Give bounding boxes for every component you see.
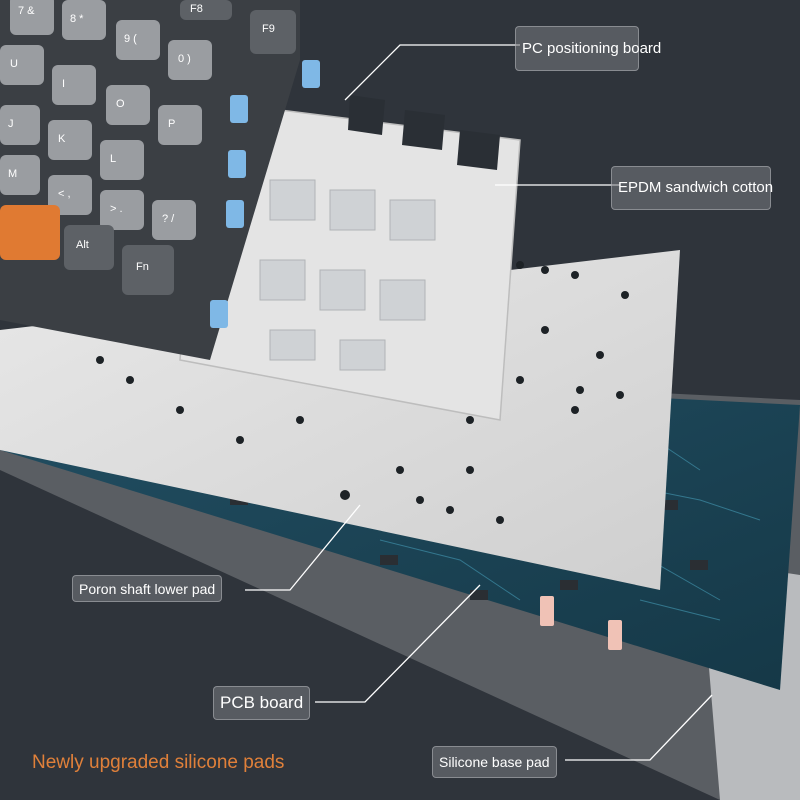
leader-line-pc-board — [344, 44, 520, 101]
keycap-label: Alt — [76, 239, 89, 251]
keycap-label: U — [10, 58, 18, 70]
keycap-label: 0 ) — [178, 53, 191, 65]
keycap-label: > . — [110, 203, 123, 215]
keycap — [250, 10, 296, 54]
keycap-accent — [0, 205, 60, 260]
keycap-label: 7 & — [18, 5, 35, 17]
keycap-label: K — [58, 133, 66, 145]
keycap-label: < , — [58, 188, 71, 200]
keycap-label: I — [62, 78, 65, 90]
pc-board-sockets — [259, 179, 436, 371]
label-silicone-base-pad: Silicone base pad — [432, 746, 557, 778]
keycap — [48, 120, 92, 160]
keycap — [0, 105, 40, 145]
keycap — [48, 175, 92, 215]
keycap-label: L — [110, 153, 116, 165]
keycap — [64, 225, 114, 270]
label-pc-positioning-board: PC positioning board — [515, 26, 661, 71]
label-epdm-sandwich-cotton: EPDM sandwich cotton — [611, 166, 773, 210]
blue-switches — [210, 60, 320, 328]
leader-lines — [245, 44, 713, 761]
keycap — [10, 0, 54, 35]
keycap-label: Fn — [136, 261, 149, 273]
leader-line-poron — [245, 504, 361, 591]
caption-text: Newly upgraded silicone pads — [32, 752, 285, 773]
keycap — [52, 65, 96, 105]
keycap — [0, 45, 44, 85]
keycap-label: ? / — [162, 213, 175, 225]
keycap — [168, 40, 212, 80]
label-pcb-board: PCB board — [213, 686, 311, 720]
keycap — [152, 200, 196, 240]
keycap — [180, 0, 232, 20]
keycap — [0, 155, 40, 195]
poron-holes — [96, 261, 629, 524]
keycap-label: 8 * — [70, 13, 84, 25]
keycap — [100, 190, 144, 230]
keycap — [106, 85, 150, 125]
keycap-label: M — [8, 168, 17, 180]
keycap — [116, 20, 160, 60]
label-poron-shaft-lower-pad: Poron shaft lower pad — [72, 575, 223, 602]
leader-line-silicone — [565, 694, 713, 761]
pc-board-cutouts — [348, 95, 500, 170]
keycap — [62, 0, 106, 40]
keycap-label: J — [8, 118, 14, 130]
keycap — [122, 245, 174, 295]
leader-line-pcb — [315, 584, 481, 703]
keycap-label: F9 — [262, 23, 275, 35]
keycaps: F9 F8 7 & 8 * 9 ( 0 ) U I O P J K L M < … — [0, 0, 296, 295]
keycap — [158, 105, 202, 145]
keycap-label: O — [116, 98, 125, 110]
keycap — [100, 140, 144, 180]
keycap-label: F8 — [190, 3, 203, 15]
keycap-label: 9 ( — [124, 33, 137, 45]
keycap-label: P — [168, 118, 175, 130]
